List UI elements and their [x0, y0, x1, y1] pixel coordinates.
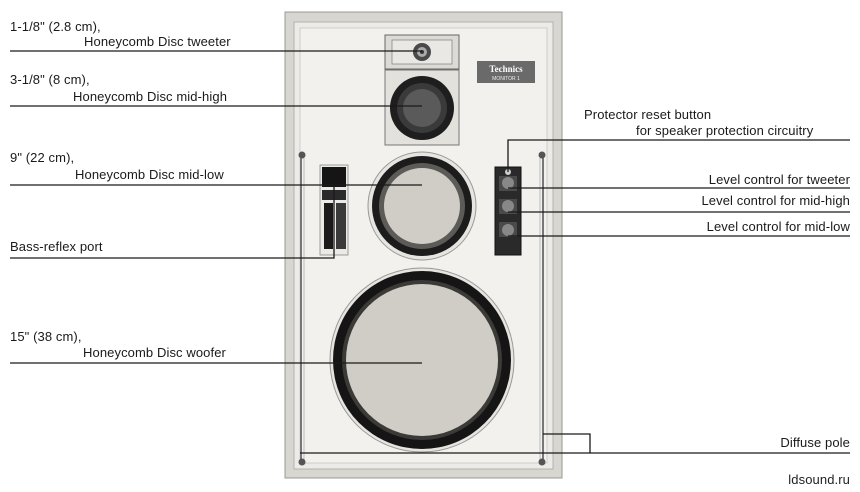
tweeter-name-label: Honeycomb Disc tweeter: [84, 34, 231, 49]
woofer-size-label: 15" (38 cm),: [10, 329, 82, 344]
brand-badge: Technics MONITOR 1: [477, 61, 535, 83]
tweeter: [384, 34, 460, 70]
tweeter-size-label: 1-1/8" (2.8 cm),: [10, 19, 101, 34]
protector-label-line2: for speaker protection circuitry: [636, 123, 814, 138]
mid-high-driver: [384, 69, 460, 146]
diffuse-pole-left: [298, 151, 306, 466]
mid-high-name-label: Honeycomb Disc mid-high: [73, 89, 228, 104]
woofer: [329, 267, 515, 453]
diffuse-pole-label: Diffuse pole: [780, 435, 850, 450]
svg-text:MONITOR 1: MONITOR 1: [492, 76, 520, 82]
level-tweeter-label: Level control for tweeter: [708, 172, 850, 187]
mid-low-driver: [367, 151, 477, 261]
diffuse-pole-right: [538, 151, 546, 466]
leader-diffuse-pole: [543, 433, 591, 453]
leader-bass-reflex: [10, 185, 335, 259]
level-mid-high-label: Level control for mid-high: [701, 193, 850, 208]
source-watermark: ldsound.ru: [788, 472, 850, 487]
svg-text:Technics: Technics: [489, 64, 523, 74]
level-control-panel: [494, 166, 522, 256]
leader-lines: [10, 50, 850, 454]
mid-low-name-label: Honeycomb Disc mid-low: [75, 167, 224, 182]
mid-low-size-label: 9" (22 cm),: [10, 150, 75, 165]
bass-reflex-label: Bass-reflex port: [10, 239, 103, 254]
protector-label-line1: Protector reset button: [584, 107, 712, 122]
mid-high-size-label: 3-1/8" (8 cm),: [10, 72, 90, 87]
woofer-name-label: Honeycomb Disc woofer: [83, 345, 226, 360]
leader-protector: [507, 139, 850, 172]
level-mid-low-label: Level control for mid-low: [706, 219, 850, 234]
